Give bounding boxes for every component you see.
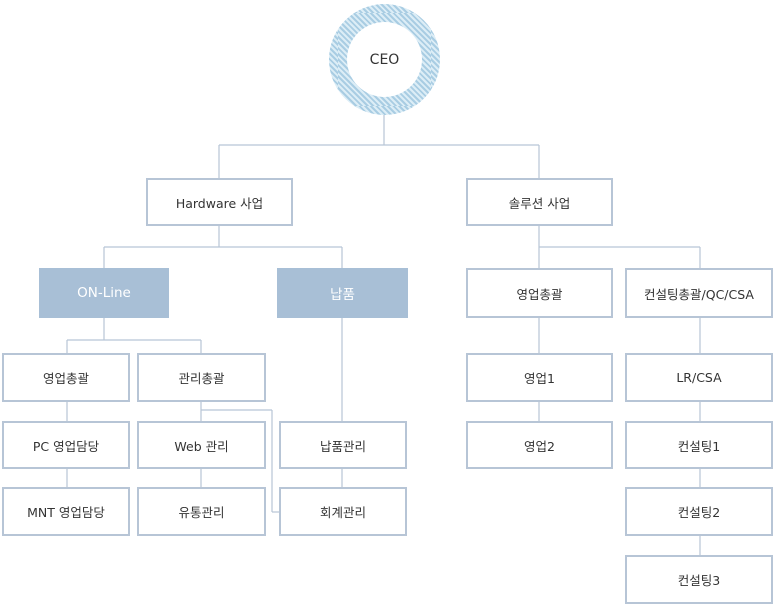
- lr-csa-node: LR/CSA: [625, 353, 773, 402]
- sales2-node: 영업2: [466, 421, 613, 469]
- delivery-node: 납품: [277, 268, 408, 318]
- hardware-division-node: Hardware 사업: [146, 178, 293, 226]
- consulting2-node: 컨설팅2: [625, 487, 773, 536]
- pc-sales-node: PC 영업담당: [2, 421, 130, 469]
- accounting-node: 회계관리: [279, 487, 407, 536]
- sales1-node: 영업1: [466, 353, 613, 402]
- solution-sales-general-node: 영업총괄: [466, 268, 613, 318]
- online-node: ON-Line: [39, 268, 169, 318]
- delivery-mgmt-node: 납품관리: [279, 421, 407, 469]
- web-admin-node: Web 관리: [137, 421, 266, 469]
- ceo-node: CEO: [329, 4, 440, 115]
- consulting-general-node: 컨설팅총괄/QC/CSA: [625, 268, 773, 318]
- ceo-label: CEO: [347, 22, 422, 97]
- mnt-sales-node: MNT 영업담당: [2, 487, 130, 536]
- distribution-node: 유통관리: [137, 487, 266, 536]
- consulting3-node: 컨설팅3: [625, 555, 773, 604]
- consulting1-node: 컨설팅1: [625, 421, 773, 469]
- admin-general-node: 관리총괄: [137, 353, 266, 402]
- online-sales-general-node: 영업총괄: [2, 353, 130, 402]
- solution-division-node: 솔루션 사업: [466, 178, 613, 226]
